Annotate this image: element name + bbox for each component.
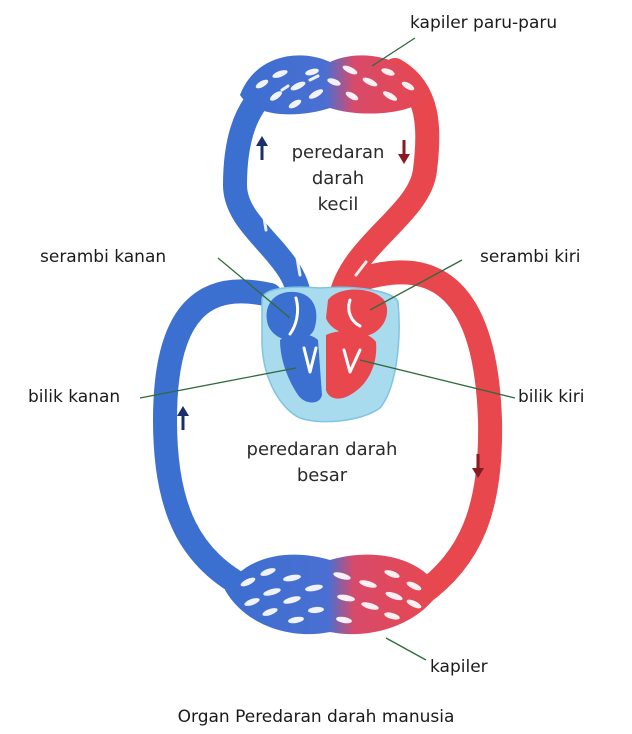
label-capillaries: kapiler [430,657,488,677]
label-small-circulation-2: darah [312,168,364,189]
label-big-circulation-2: besar [297,465,348,486]
label-small-circulation-3: kecil [318,194,359,215]
label-small-circulation-1: peredaran [292,142,385,163]
label-big-circulation-1: peredaran darah [247,439,398,460]
label-left-ventricle: bilik kiri [518,387,585,407]
arrow-up-icon [256,136,268,160]
arrow-down-icon [398,140,410,164]
label-right-atrium: serambi kanan [40,247,166,267]
systemic-capillary-bed [225,555,440,635]
label-right-ventricle: bilik kanan [28,387,120,407]
label-pulmonary-capillaries: kapiler paru-paru [410,13,557,33]
label-left-atrium: serambi kiri [480,247,580,267]
arrow-up-icon [177,406,189,430]
figure-caption: Organ Peredaran darah manusia [178,707,455,727]
heart [262,287,399,421]
